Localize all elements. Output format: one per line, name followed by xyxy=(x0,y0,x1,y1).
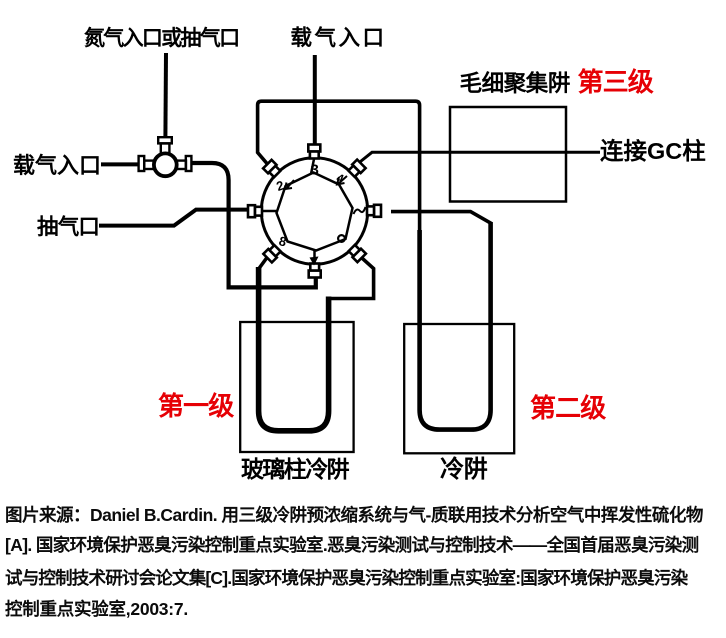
svg-text:3: 3 xyxy=(311,162,319,179)
svg-text:2: 2 xyxy=(274,177,286,194)
svg-text:8: 8 xyxy=(277,233,288,249)
svg-text:4: 4 xyxy=(335,171,346,187)
